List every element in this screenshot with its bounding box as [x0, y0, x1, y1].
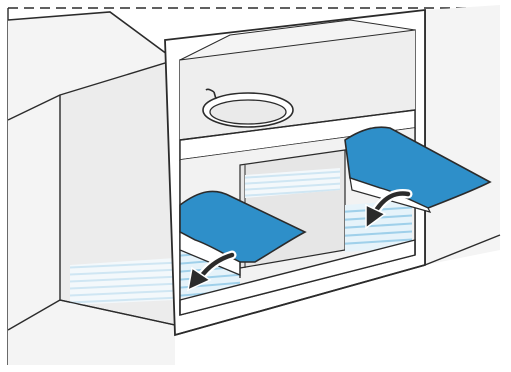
- right-cabinet: [415, 5, 500, 265]
- left-cabinet: [8, 12, 190, 365]
